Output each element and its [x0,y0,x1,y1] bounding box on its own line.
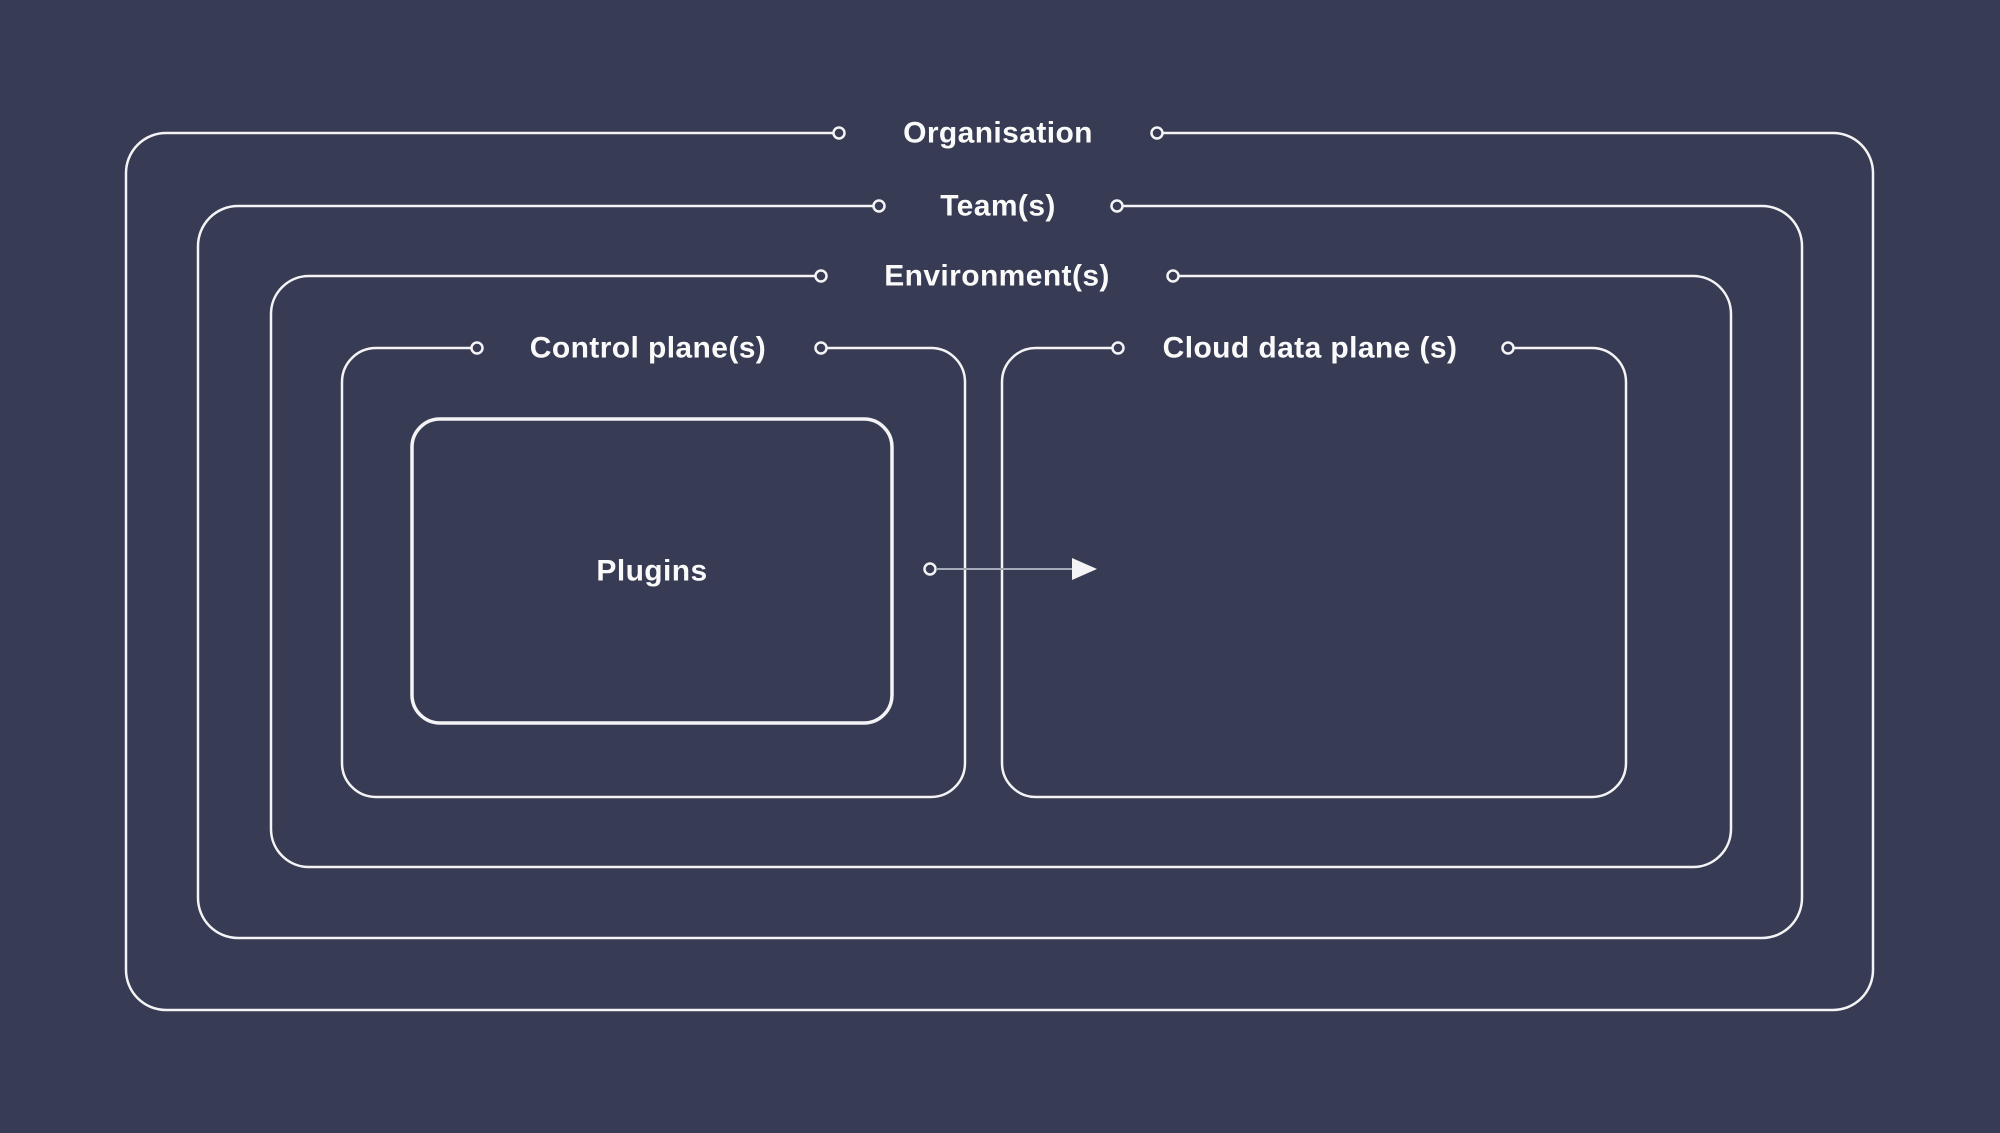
teams-box: Team(s) [196,190,1804,940]
organisation-border [124,131,1875,1012]
connector-dot-icon [1166,269,1180,283]
environments-border [269,274,1733,869]
cloud-data-planes-box: Cloud data plane (s) [1000,332,1628,799]
teams-label: Team(s) [940,190,1056,223]
connector-dot-icon [1111,341,1125,355]
cloud-data-planes-border [1000,346,1628,799]
plugins-box: Plugins [410,417,894,725]
plugins-label: Plugins [596,555,707,588]
connector-dot-icon [1150,126,1164,140]
connector-dot-icon [470,341,484,355]
connector-dot-icon [1110,199,1124,213]
environments-label: Environment(s) [884,260,1110,293]
flow-arrow-icon [923,558,1097,580]
connector-dot-icon [832,126,846,140]
connector-dot-icon [872,199,886,213]
environments-box: Environment(s) [269,260,1733,869]
arrow-head-icon [1072,558,1097,580]
organisation-label: Organisation [903,117,1093,150]
connector-dot-icon [1501,341,1515,355]
organisation-box: Organisation [124,117,1875,1012]
teams-border [196,204,1804,940]
control-planes-box: Control plane(s) [340,332,967,799]
plugins-border [410,417,894,725]
connector-dot-icon [814,341,828,355]
control-planes-border [340,346,967,799]
arrow-start-dot-icon [923,562,937,576]
connector-dot-icon [814,269,828,283]
control-planes-label: Control plane(s) [530,332,766,365]
cloud-data-planes-label: Cloud data plane (s) [1163,332,1458,365]
